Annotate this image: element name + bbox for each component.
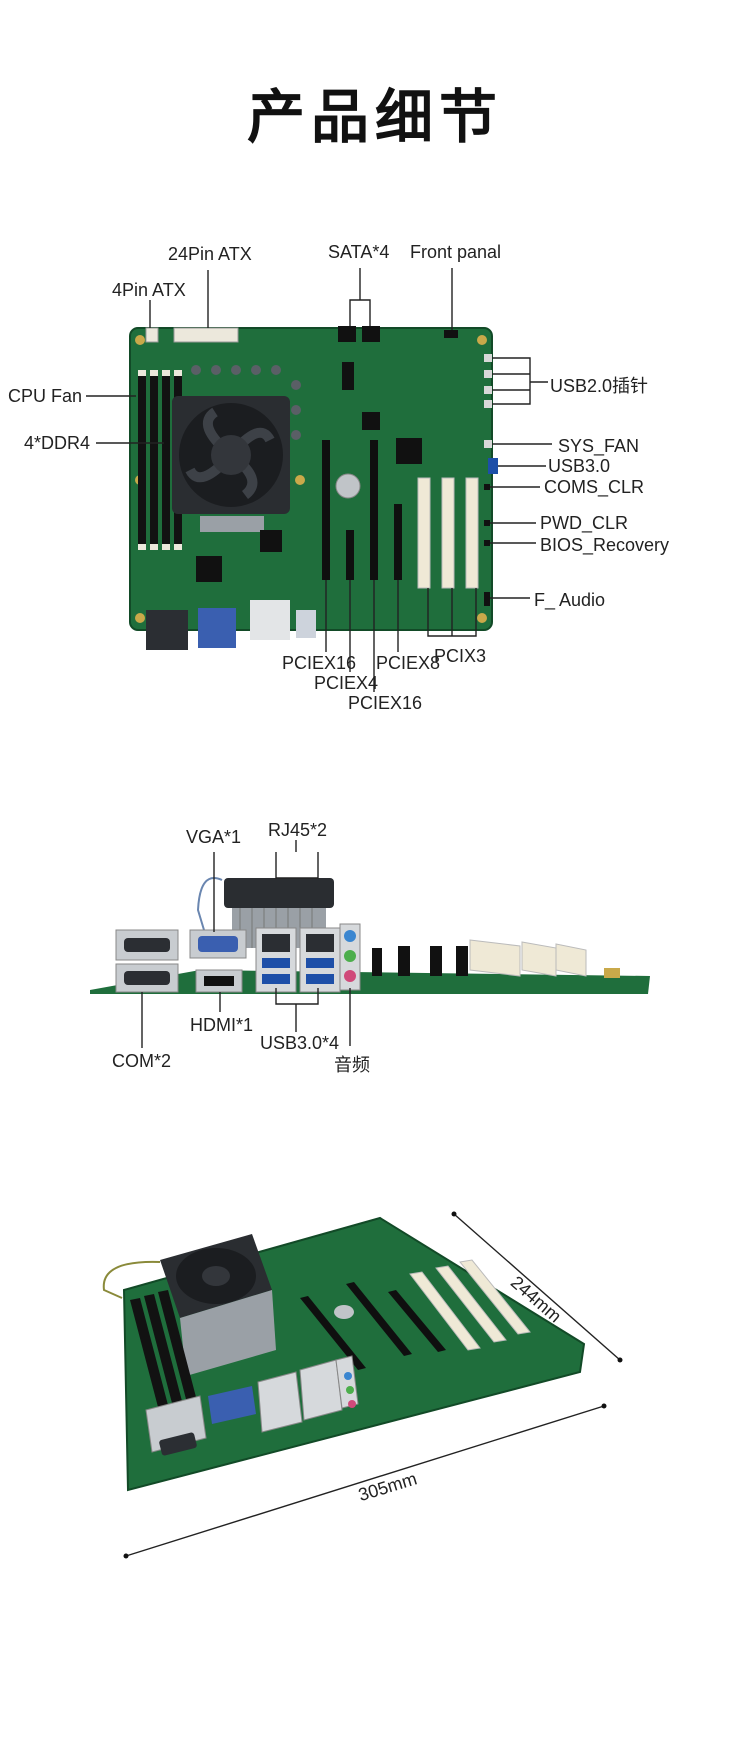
label-pciex8: PCIEX8: [376, 653, 441, 673]
rear-io-board: [90, 840, 650, 1048]
label-sata: SATA*4: [328, 242, 390, 262]
label-coms-clr: COMS_CLR: [544, 477, 645, 497]
page-title: 产品细节: [246, 83, 503, 151]
label-f-audio: F_ Audio: [534, 590, 606, 610]
angled-board: [102, 1211, 623, 1559]
label-bios-recovery: BIOS_Recovery: [540, 535, 670, 555]
label-com: COM*2: [112, 1051, 172, 1071]
label-pciex16-b: PCIEX16: [348, 693, 423, 713]
label-pwd-clr: PWD_CLR: [540, 513, 629, 533]
label-usb20-header: USB2.0插针: [550, 376, 649, 396]
label-audio: 音频: [334, 1055, 370, 1075]
label-sys-fan: SYS_FAN: [558, 436, 640, 456]
top-view-board: [86, 268, 552, 692]
label-pciex16-a: PCIEX16: [282, 653, 357, 673]
label-cpu-fan: CPU Fan: [8, 386, 83, 406]
label-usb30-x4: USB3.0*4: [260, 1033, 340, 1053]
label-front-panel: Front panal: [410, 242, 502, 262]
label-pcix3: PCIX3: [434, 646, 487, 666]
label-24pin-atx: 24Pin ATX: [168, 244, 252, 264]
label-usb30: USB3.0: [548, 456, 611, 476]
label-pciex4: PCIEX4: [314, 673, 379, 693]
label-ddr4: 4*DDR4: [24, 433, 91, 453]
label-hdmi: HDMI*1: [190, 1015, 254, 1035]
label-rj45: RJ45*2: [268, 820, 328, 840]
label-4pin-atx: 4Pin ATX: [112, 280, 186, 300]
label-vga: VGA*1: [186, 827, 242, 847]
